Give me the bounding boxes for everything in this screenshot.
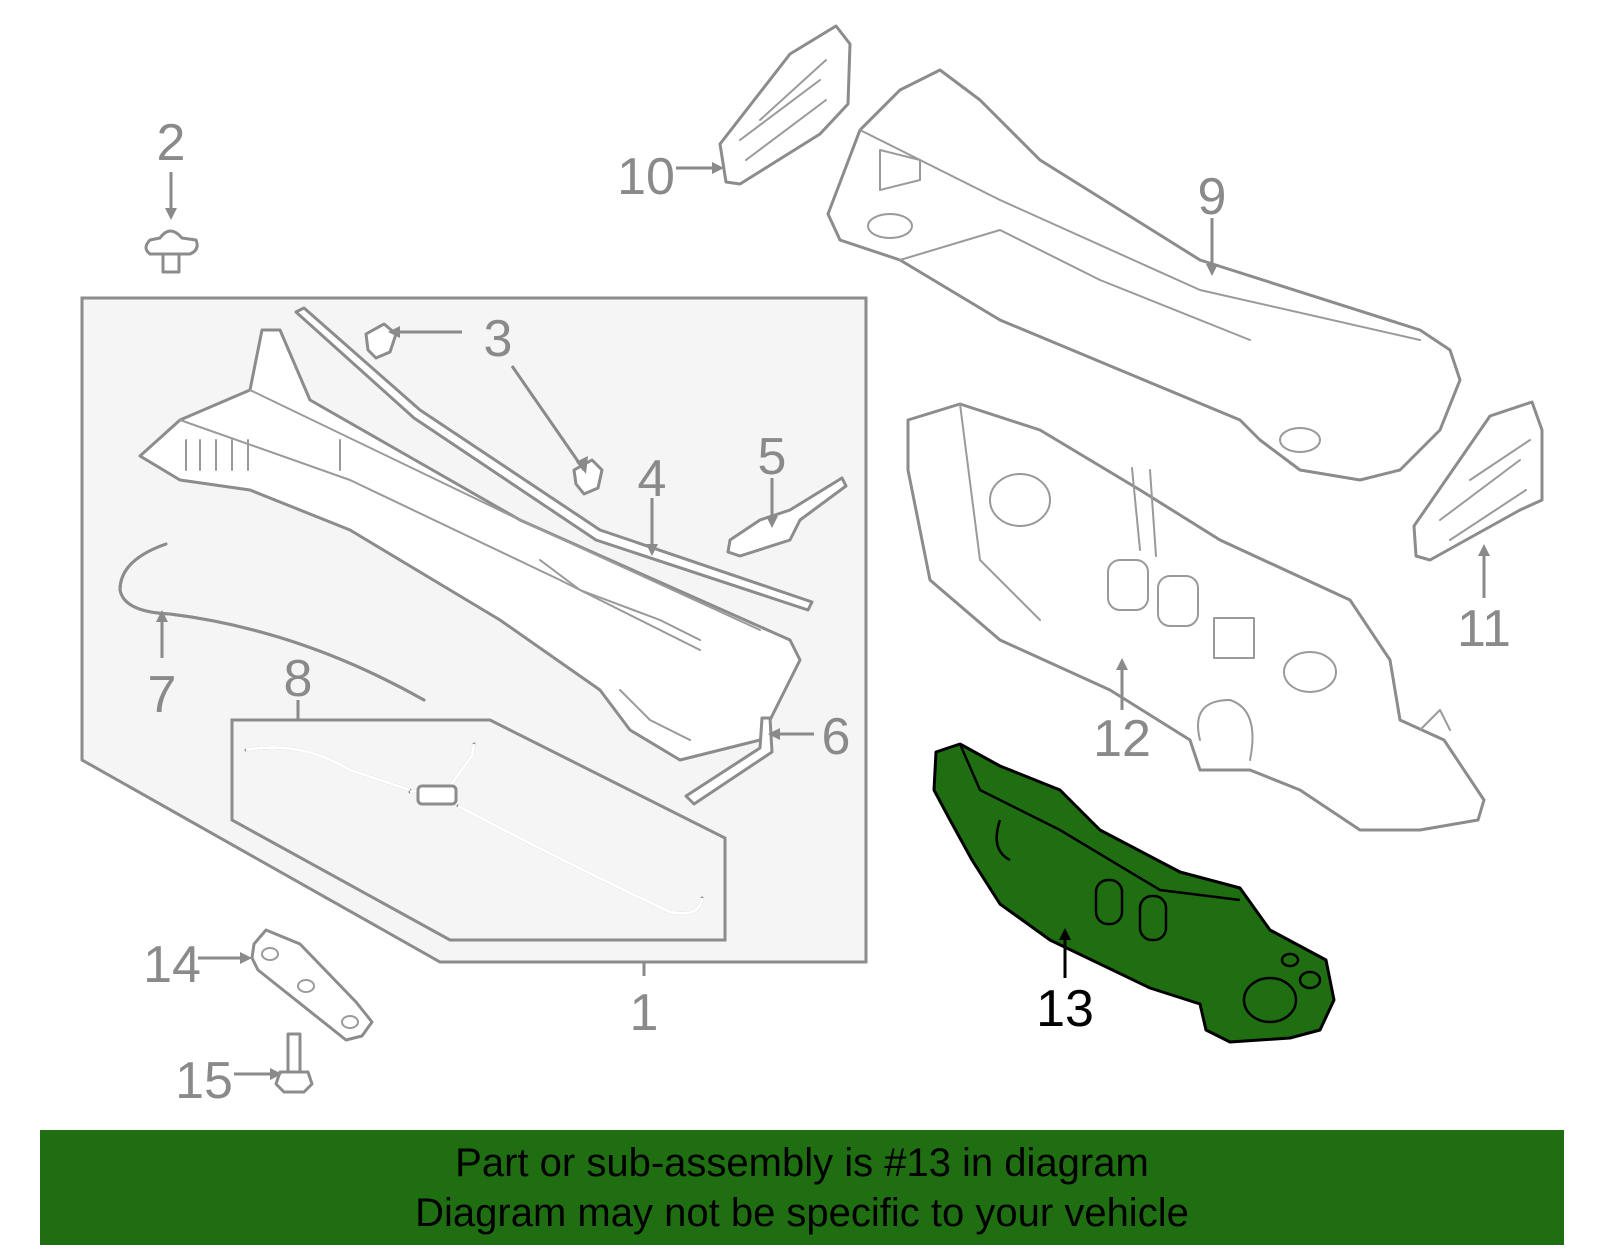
part-9-cowl-top <box>826 68 1462 482</box>
leader-3b <box>510 365 586 471</box>
callout-6: 6 <box>822 708 851 766</box>
callout-1: 1 <box>630 984 659 1042</box>
part-14-bracket <box>250 928 374 1042</box>
callout-12: 12 <box>1093 710 1151 768</box>
callout-10: 10 <box>617 148 675 206</box>
part-15-bolt <box>274 1032 314 1094</box>
part-6-bracket <box>684 716 774 806</box>
callout-9: 9 <box>1198 168 1227 226</box>
arrowheads <box>156 162 1490 1080</box>
part-13-insulator <box>932 742 1336 1044</box>
callout-5: 5 <box>758 428 787 486</box>
part-4-weatherstrip <box>294 306 814 612</box>
callout-7: 7 <box>148 666 177 724</box>
callout-8: 8 <box>284 650 313 708</box>
callout-4: 4 <box>638 450 667 508</box>
leader-lines <box>160 166 1486 1076</box>
parts-diagram: 1 2 3 4 5 6 7 8 9 10 11 12 13 14 15 <box>80 24 1544 1110</box>
part-7-hose-inner <box>118 542 426 702</box>
callout-3: 3 <box>484 310 513 368</box>
banner-line-part: Part or sub-assembly is #13 in diagram <box>455 1141 1149 1185</box>
callout-11: 11 <box>1457 600 1511 658</box>
arrowhead-13 <box>1059 928 1071 940</box>
callout-2: 2 <box>157 114 186 172</box>
part-1-cowl-panel <box>138 328 802 762</box>
part-12-dash-panel <box>906 402 1486 832</box>
part-11-brace <box>1412 400 1544 562</box>
callout-14: 14 <box>143 936 201 994</box>
callout-15: 15 <box>175 1052 233 1110</box>
info-banner: Part or sub-assembly is #13 in diagram D… <box>40 1130 1564 1245</box>
assembly-box-8 <box>230 718 727 942</box>
part-10-brace <box>718 24 852 186</box>
callout-13: 13 <box>1036 980 1094 1038</box>
banner-line-disclaimer: Diagram may not be specific to your vehi… <box>415 1191 1189 1235</box>
part-8-hoses <box>244 742 704 915</box>
part-2-clip <box>144 229 199 274</box>
part-3-nozzles <box>364 322 604 496</box>
part-5-bracket <box>726 476 848 558</box>
